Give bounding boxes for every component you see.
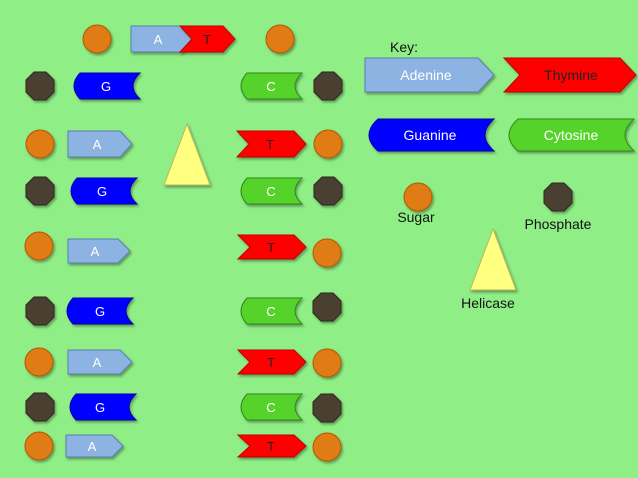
key-adenine-label: Adenine	[400, 67, 452, 83]
thymine-base	[235, 130, 307, 158]
base-label: A	[88, 439, 97, 454]
key-cytosine-label: Cytosine	[544, 127, 599, 143]
base-label: A	[93, 137, 102, 152]
right-strand: C T C T C T C T	[235, 71, 343, 462]
guanine-base	[73, 72, 142, 100]
key-helicase-label: Helicase	[461, 295, 515, 311]
key-sugar-label: Sugar	[397, 209, 435, 225]
adenine-label: A	[154, 32, 163, 47]
guanine-base	[69, 393, 138, 421]
top-pair: A T	[82, 24, 295, 54]
key-cytosine-shape	[508, 118, 636, 152]
base-label: T	[267, 355, 275, 370]
sugar-icon	[82, 24, 112, 54]
cytosine-base	[240, 393, 304, 421]
base-label: A	[91, 244, 100, 259]
base-label: G	[97, 184, 107, 199]
phosphate-icon	[312, 292, 342, 322]
key-adenine-shape	[364, 57, 495, 93]
thymine-base	[236, 349, 307, 375]
key-phosphate-label: Phosphate	[525, 216, 592, 232]
phosphate-icon	[313, 176, 343, 206]
sugar-icon	[312, 348, 342, 378]
base-label: G	[95, 400, 105, 415]
thymine-base	[178, 25, 236, 53]
phosphate-icon	[313, 71, 343, 101]
thymine-base	[236, 434, 307, 458]
adenine-base	[67, 349, 133, 375]
base-label: T	[267, 439, 275, 454]
key-guanine-label: Guanine	[404, 127, 457, 143]
helicase-icon	[163, 122, 211, 186]
key-phosphate-icon	[543, 182, 573, 212]
base-label: G	[101, 79, 111, 94]
adenine-base	[67, 130, 133, 158]
sugar-icon	[24, 431, 54, 461]
base-label: T	[266, 137, 274, 152]
sugar-icon	[312, 432, 342, 462]
phosphate-icon	[312, 393, 342, 423]
key-thymine-label: Thymine	[544, 67, 598, 83]
phosphate-icon	[25, 176, 55, 206]
sugar-icon	[313, 129, 343, 159]
cytosine-base	[240, 72, 304, 100]
base-label: C	[266, 79, 275, 94]
sugar-icon	[24, 231, 54, 261]
key-thymine-shape	[502, 57, 637, 93]
key-helicase-icon	[469, 227, 517, 291]
thymine-base	[236, 234, 307, 260]
base-label: A	[93, 355, 102, 370]
sugar-icon	[312, 238, 342, 268]
sugar-icon	[265, 24, 295, 54]
key-legend: Key: Adenine Thymine Guanine Cytosine Su…	[364, 39, 637, 311]
cytosine-base	[240, 177, 304, 205]
sugar-icon	[24, 347, 54, 377]
phosphate-icon	[25, 392, 55, 422]
adenine-base	[65, 434, 124, 458]
phosphate-icon	[25, 71, 55, 101]
base-label: C	[266, 304, 275, 319]
base-label: G	[95, 304, 105, 319]
key-guanine-shape	[368, 118, 496, 152]
adenine-base	[67, 238, 131, 264]
key-sugar-icon	[403, 182, 433, 212]
base-label: C	[266, 184, 275, 199]
base-label: C	[266, 400, 275, 415]
sugar-icon	[25, 129, 55, 159]
phosphate-icon	[25, 296, 55, 326]
left-strand: G A G A G A G A	[24, 71, 142, 461]
thymine-label: T	[203, 32, 211, 47]
guanine-base	[66, 297, 135, 325]
key-title: Key:	[390, 39, 418, 55]
guanine-base	[70, 177, 139, 205]
base-label: T	[267, 240, 275, 255]
cytosine-base	[240, 297, 304, 325]
